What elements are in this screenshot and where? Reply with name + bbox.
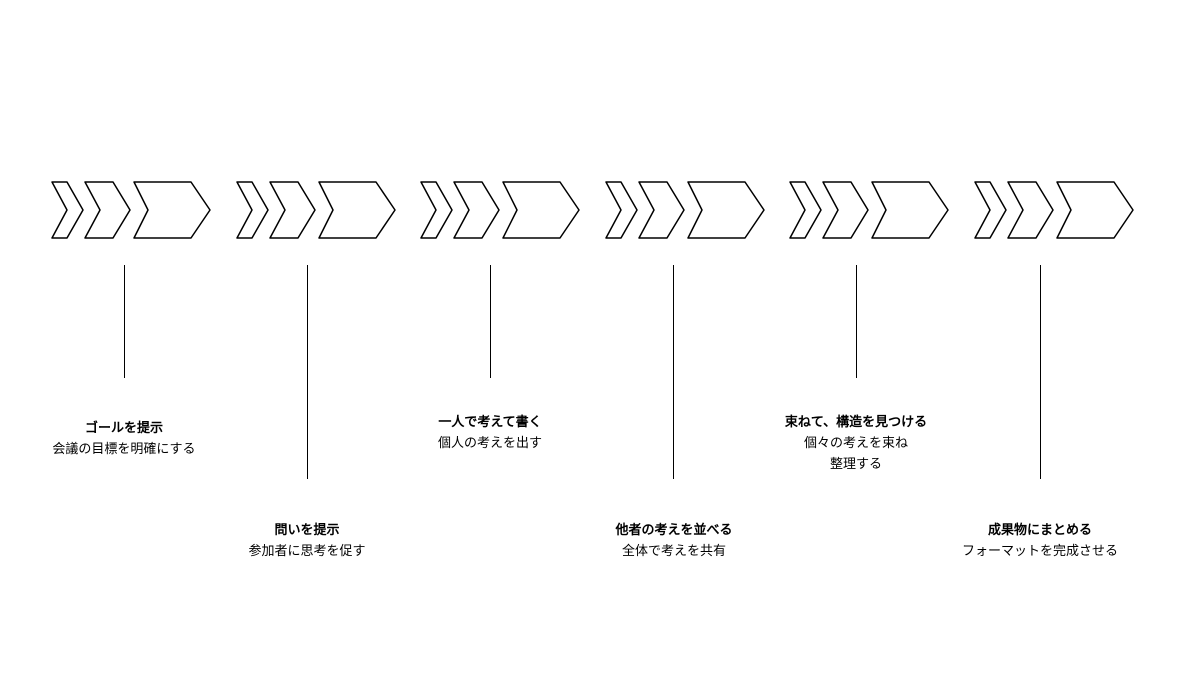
step-label: 一人で考えて書く 個人の考えを出す xyxy=(380,413,600,454)
step-5: 束ねて、構造を見つける 個々の考えを束ね 整理する xyxy=(785,0,988,675)
step-title: 成果物にまとめる xyxy=(987,523,1092,538)
connector-line xyxy=(673,265,674,479)
step-3: 一人で考えて書く 個人の考えを出す xyxy=(419,0,619,675)
step-description: フォーマットを完成させる xyxy=(961,544,1118,559)
step-title: 一人で考えて書く xyxy=(438,415,542,430)
step-label: 問いを提示 参加者に思考を促す xyxy=(197,521,417,562)
step-label: 成果物にまとめる フォーマットを完成させる xyxy=(930,521,1150,562)
step-description: 個人の考えを出す xyxy=(437,436,542,451)
step-title: 問いを提示 xyxy=(274,523,340,538)
triple-chevron-arrow-icon xyxy=(236,181,396,239)
connector-line xyxy=(307,265,308,479)
step-4: 他者の考えを並べる 全体で考えを共有 xyxy=(604,0,804,675)
triple-chevron-arrow-icon xyxy=(51,181,211,239)
connector-line xyxy=(1040,265,1041,479)
connector-line xyxy=(856,265,857,378)
step-label: 束ねて、構造を見つける 個々の考えを束ね 整理する xyxy=(746,413,966,475)
step-description: 整理する xyxy=(829,457,882,472)
step-title: 束ねて、構造を見つける xyxy=(784,415,928,430)
step-label: ゴールを提示 会議の目標を明確にする xyxy=(14,419,234,460)
step-2: 問いを提示 参加者に思考を促す xyxy=(235,0,435,675)
step-description: 全体で考えを共有 xyxy=(621,544,726,559)
triple-chevron-arrow-icon xyxy=(605,181,765,239)
step-description: 個々の考えを束ね xyxy=(803,436,908,451)
step-6: 成果物にまとめる フォーマットを完成させる xyxy=(962,0,1173,675)
step-title: ゴールを提示 xyxy=(84,421,163,436)
step-description: 会議の目標を明確にする xyxy=(52,442,196,457)
triple-chevron-arrow-icon xyxy=(420,181,580,239)
connector-line xyxy=(124,265,125,378)
triple-chevron-arrow-icon xyxy=(789,181,949,239)
triple-chevron-arrow-icon xyxy=(974,181,1134,239)
step-1: ゴールを提示 会議の目標を明確にする xyxy=(50,0,250,675)
step-description: 参加者に思考を促す xyxy=(248,544,366,559)
step-title: 他者の考えを並べる xyxy=(615,523,733,538)
connector-line xyxy=(490,265,491,378)
step-label: 他者の考えを並べる 全体で考えを共有 xyxy=(564,521,784,562)
